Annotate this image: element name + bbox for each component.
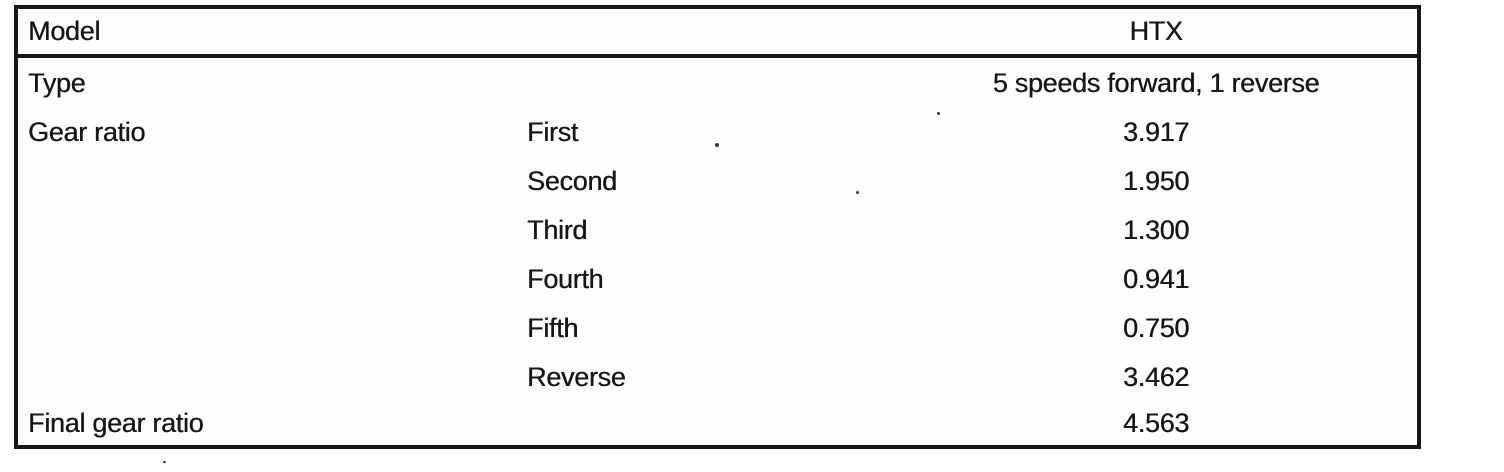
row-value: 0.941 xyxy=(1122,264,1190,294)
row-label: Gear ratio xyxy=(28,117,146,147)
table-row-final-gear-ratio: Final gear ratio 4.563 xyxy=(18,402,1417,444)
row-value: 1.950 xyxy=(1122,166,1190,196)
scan-speck xyxy=(937,112,940,115)
table-row-gear-fourth: Fourth 0.941 xyxy=(18,255,1417,304)
row-label: Type xyxy=(28,67,86,98)
row-label: Final gear ratio xyxy=(28,407,204,438)
row-sublabel: Reverse xyxy=(527,362,626,392)
scan-speck xyxy=(715,143,719,147)
model-header-label: Model xyxy=(28,16,101,46)
table-row-gear-third: Third 1.300 xyxy=(18,206,1417,255)
table-row-gear-first: Gear ratio First 3.917 xyxy=(18,108,1417,157)
row-value: 1.300 xyxy=(1122,215,1190,245)
row-sublabel: Fourth xyxy=(527,264,604,294)
scan-speck xyxy=(856,191,859,194)
row-sublabel: Third xyxy=(527,215,588,245)
row-sublabel: Second xyxy=(527,166,617,196)
row-value: 3.917 xyxy=(1122,117,1190,147)
row-value: 3.462 xyxy=(1122,362,1190,392)
row-sublabel: Fifth xyxy=(527,313,579,343)
row-value: 5 speeds forward, 1 reverse xyxy=(992,67,1320,98)
row-value: 0.750 xyxy=(1122,313,1190,343)
table-row-gear-fifth: Fifth 0.750 xyxy=(18,304,1417,353)
scan-speck xyxy=(163,461,166,463)
table-row-gear-second: Second 1.950 xyxy=(18,157,1417,206)
table-row-type: Type 5 speeds forward, 1 reverse xyxy=(18,58,1417,108)
row-value: 4.563 xyxy=(1122,407,1190,438)
table-row-gear-reverse: Reverse 3.462 xyxy=(18,353,1417,402)
model-header-value: HTX xyxy=(1129,16,1183,46)
row-sublabel: First xyxy=(527,117,578,147)
table-header-row: Model HTX xyxy=(18,9,1417,58)
transmission-spec-table: Model HTX Type 5 speeds forward, 1 rever… xyxy=(14,5,1421,449)
